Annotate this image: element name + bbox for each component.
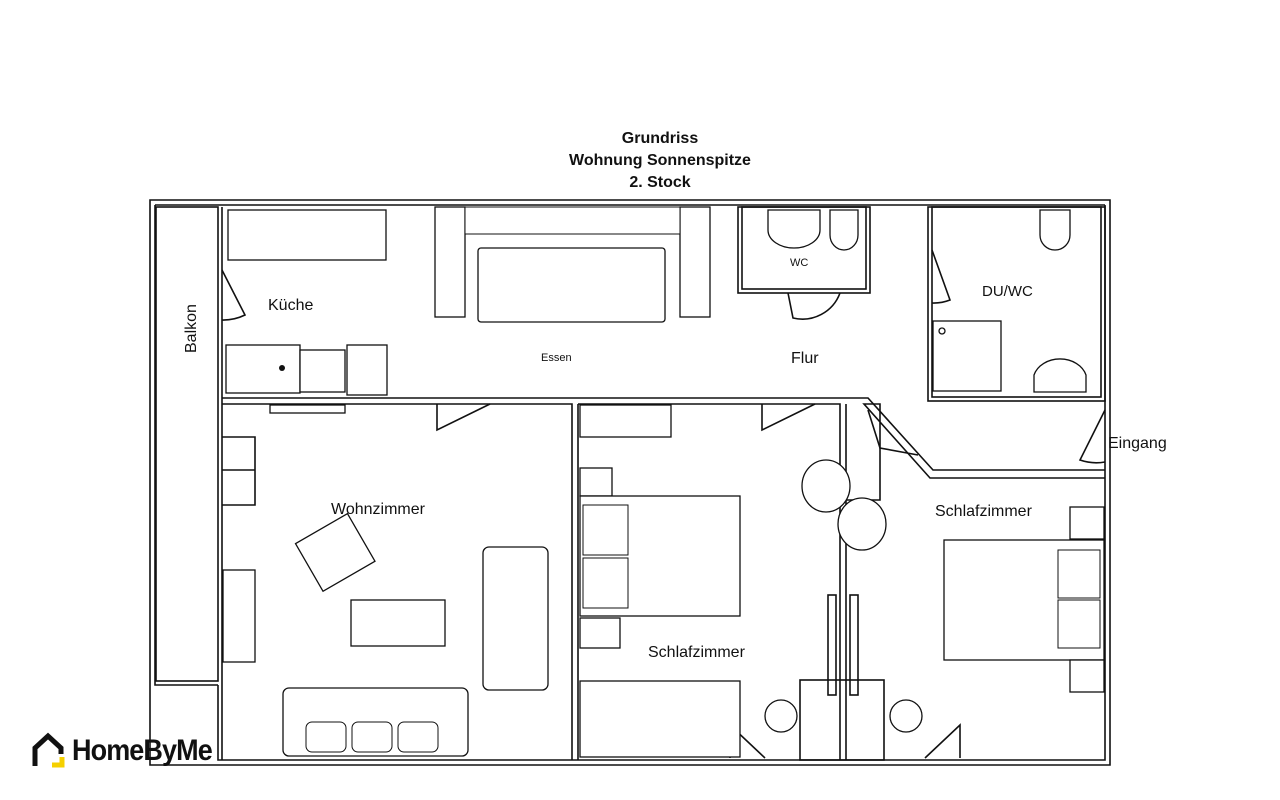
bedroom2-furniture: [943, 506, 1105, 693]
label-schlafzimmer-2: Schlafzimmer: [935, 503, 1033, 520]
title-line-1: Grundriss: [621, 130, 699, 147]
doors[interactable]: [221, 249, 1106, 759]
label-duwc: DU/WC: [982, 283, 1033, 300]
house-icon: [32, 732, 65, 768]
label-kueche: Küche: [268, 297, 313, 314]
bedroom1-furniture: [579, 404, 923, 761]
label-balkon: Balkon: [183, 304, 200, 353]
logo-text: HomeByMe: [72, 734, 213, 767]
label-schlafzimmer-1: Schlafzimmer: [648, 644, 746, 661]
label-wohnzimmer: Wohnzimmer: [331, 501, 426, 518]
label-essen: Essen: [541, 352, 572, 364]
fridge: [346, 344, 388, 396]
outer-walls: [149, 199, 1111, 766]
kitchen-furniture: [225, 209, 388, 396]
stove: [299, 349, 346, 393]
balcony-area: [155, 206, 219, 682]
homebyme-logo: HomeByMe: [30, 732, 227, 770]
label-flur: Flur: [791, 350, 819, 367]
title-line-2: Wohnung Sonnenspitze: [569, 152, 751, 169]
title-line-3: 2. Stock: [629, 174, 691, 191]
label-eingang: Eingang: [1108, 435, 1167, 452]
label-wc: WC: [790, 257, 808, 269]
kitchen-counter: [227, 209, 387, 261]
wc-fixtures: [767, 209, 1087, 393]
dining-table: [434, 206, 711, 323]
living-furniture: [222, 404, 549, 757]
sink: [225, 344, 301, 394]
plan-title: Grundriss Wohnung Sonnenspitze 2. Stock: [0, 128, 1280, 194]
